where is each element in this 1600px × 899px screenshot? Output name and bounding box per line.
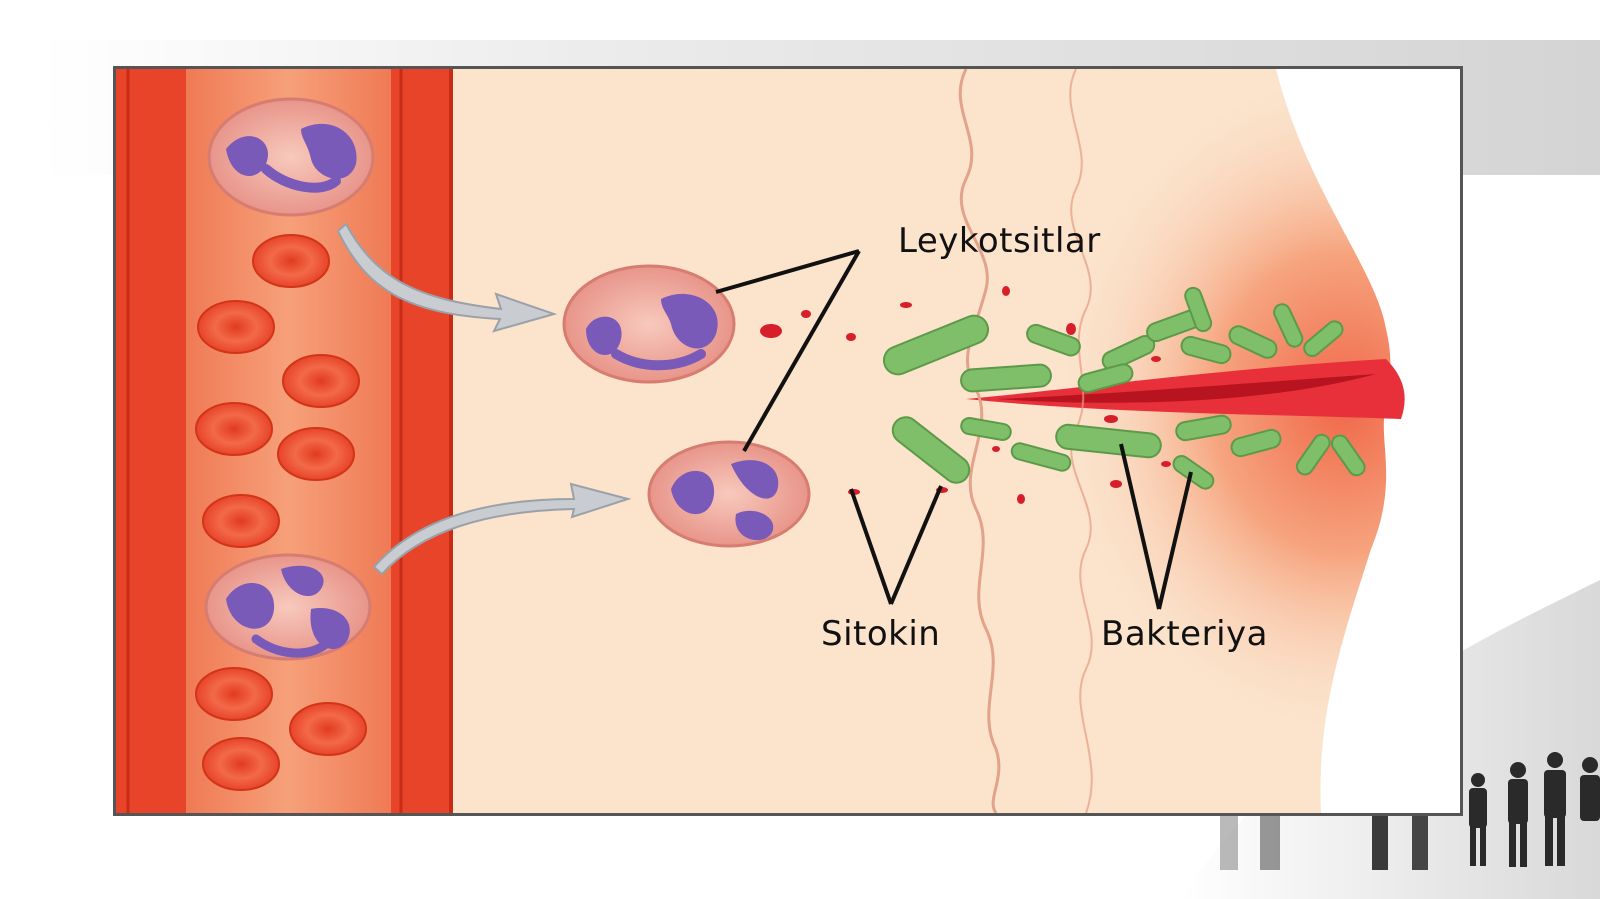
migration-arrow-icon [372, 482, 632, 576]
leukocyte-migrated [562, 264, 736, 384]
leukocyte-leader-lines [715, 249, 861, 452]
cytokine-leader-lines [849, 485, 943, 605]
inflammation-diagram [116, 69, 1460, 813]
red-blood-cells [195, 234, 367, 791]
leukocyte-migrated [647, 440, 811, 548]
label-bacteria: Bakteriya [1101, 614, 1268, 654]
leukocyte-in-vessel [204, 553, 372, 661]
bacteria-leader-lines [1119, 443, 1193, 610]
skin-surface [1276, 69, 1460, 813]
label-cytokine: Sitokin [821, 614, 941, 654]
migration-arrow-icon [336, 222, 558, 333]
leukocyte-in-vessel [207, 97, 375, 217]
label-leukocytes: Leykotsitlar [898, 221, 1101, 261]
bacteria [882, 286, 1366, 490]
wound-inner [996, 374, 1376, 403]
people-silhouette-icon [1220, 752, 1600, 870]
figure-frame: Leykotsitlar Sitokin Bakteriya [113, 66, 1463, 816]
